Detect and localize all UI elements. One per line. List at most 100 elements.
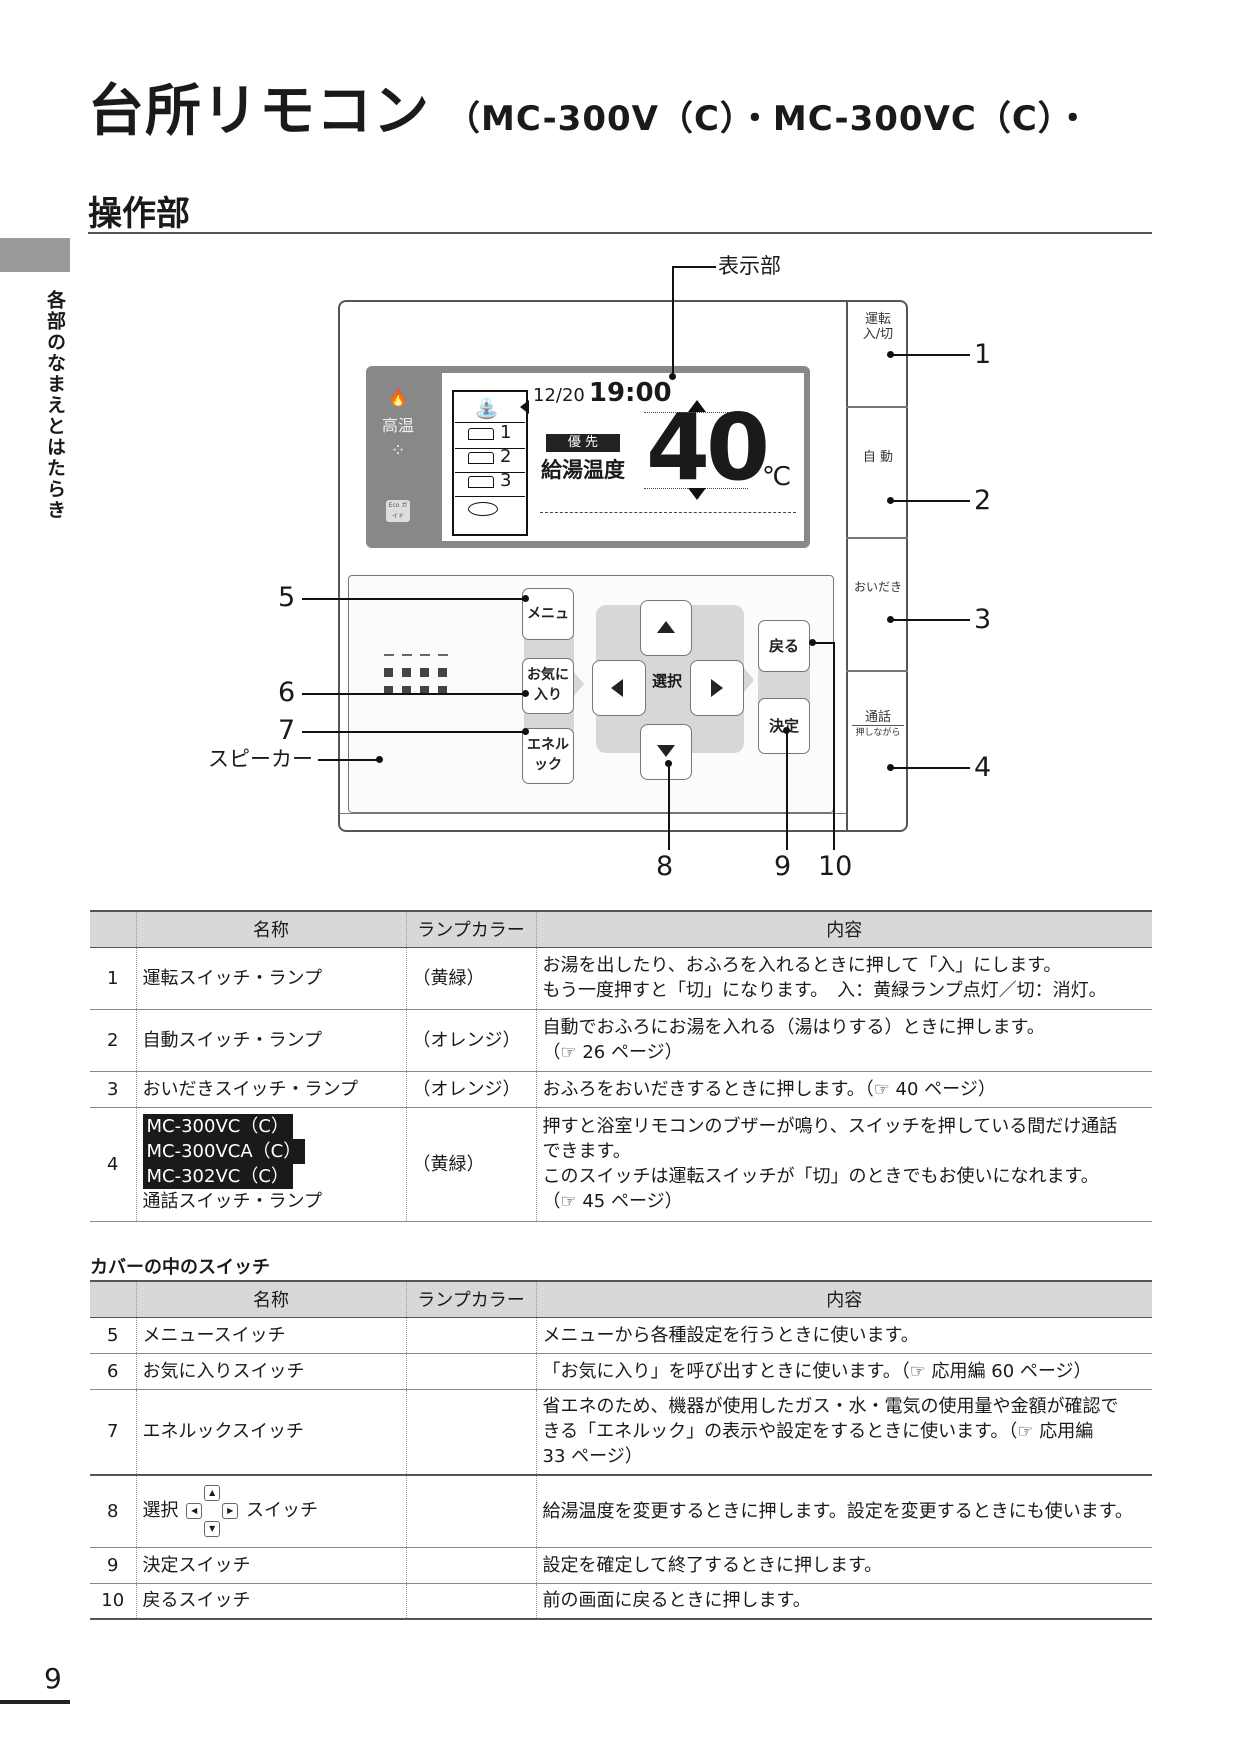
- main-switch-table: 名称 ランプカラー 内容 1 運転スイッチ・ランプ （黄緑） お湯を出したり、お…: [90, 910, 1152, 1222]
- table-row: 10 戻るスイッチ 前の画面に戻るときに押します。: [90, 1583, 1152, 1620]
- priority-badge: 優 先: [546, 434, 620, 452]
- reheat-button-label[interactable]: おいだき: [853, 580, 902, 594]
- pointer-arrow-icon: [520, 400, 529, 414]
- talk-sub-label: 押しながら: [855, 728, 901, 738]
- callout-7: 7: [278, 715, 296, 746]
- favorite-button[interactable]: お気に入り: [522, 658, 574, 714]
- content-line: もう一度押すと「切」になります。 入：黄緑ランプ点灯／切：消灯。: [542, 980, 1107, 1001]
- back-button[interactable]: 戻る: [758, 620, 810, 672]
- temp-up-arrow-icon: [688, 400, 706, 412]
- right-button[interactable]: [690, 660, 744, 716]
- loading-icon: ⁘: [390, 440, 406, 461]
- table-row: 9 決定スイッチ 設定を確定して終了するときに押します。: [90, 1547, 1152, 1584]
- down-button[interactable]: [640, 724, 692, 780]
- row-num: 10: [90, 1583, 137, 1620]
- speaker-hole: [438, 686, 447, 695]
- bath-row-divider: [455, 448, 525, 449]
- row-lamp: [406, 1317, 537, 1354]
- leader-line: [890, 354, 970, 356]
- row-content: 押すと浴室リモコンのブザーが鳴り、スイッチを押している間だけ通話 できます。 こ…: [536, 1107, 1152, 1222]
- content-line: お湯を出したり、おふろを入れるときに押して「入」にします。: [542, 955, 1062, 976]
- auto-button-label[interactable]: 自 動: [862, 450, 894, 465]
- decide-button[interactable]: 決定: [758, 698, 810, 754]
- callout-5: 5: [278, 582, 296, 613]
- bath-level-3: 3: [500, 470, 512, 491]
- leader-dot: [887, 351, 894, 358]
- side-tab-marker: [0, 238, 70, 272]
- leader-line: [786, 730, 788, 850]
- leader-dot: [887, 764, 894, 771]
- speaker-grille: [384, 654, 394, 656]
- talk-label: 通話: [852, 710, 904, 726]
- header-lamp: ランプカラー: [406, 1280, 537, 1318]
- row-lamp: [406, 1389, 537, 1476]
- row-content: 給湯温度を変更するときに押します。設定を変更するときにも使います。: [536, 1475, 1152, 1548]
- power-button-label[interactable]: 運転 入/切: [858, 312, 898, 342]
- temp-down-arrow-icon: [688, 488, 706, 500]
- speaker-hole: [402, 668, 411, 677]
- display-callout-label: 表示部: [718, 254, 781, 278]
- cover-switch-table: 名称 ランプカラー 内容 5 メニュースイッチ メニューから各種設定を行うときに…: [90, 1280, 1152, 1620]
- temperature-value: 40: [646, 394, 770, 501]
- leader-line: [890, 619, 970, 621]
- page-number: 9: [44, 1662, 62, 1695]
- power-label: 運転: [864, 312, 891, 327]
- arrow-up-icon: [657, 621, 675, 633]
- row-num: 1: [90, 947, 137, 1010]
- leader-line: [302, 693, 526, 695]
- content-line: 省エネのため、機器が使用したガス・水・電気の使用量や金額が確認で: [542, 1396, 1119, 1418]
- table-row: 6 お気に入りスイッチ 「お気に入り」を呼び出すときに使います。（☞ 応用編 6…: [90, 1353, 1152, 1390]
- speaker-hole: [438, 668, 447, 677]
- header-lamp: ランプカラー: [406, 910, 537, 948]
- speaker-grille: [402, 654, 412, 656]
- temperature-unit: ℃: [762, 462, 792, 492]
- left-button[interactable]: [592, 660, 646, 716]
- row-content: 自動でおふろにお湯を入れる（湯はりする）ときに押します。 （☞ 26 ページ）: [536, 1009, 1152, 1072]
- leader-line: [890, 500, 970, 502]
- arrow-right-icon: [711, 679, 723, 697]
- speaker-grille: [420, 654, 430, 656]
- callout-9: 9: [774, 851, 792, 882]
- leader-line: [672, 266, 674, 376]
- leader-dot: [376, 756, 383, 763]
- header-content: 内容: [536, 1280, 1152, 1318]
- speaker-hole: [402, 686, 411, 695]
- row-lamp: [406, 1547, 537, 1584]
- cover-switches-title: カバーの中のスイッチ: [90, 1257, 270, 1278]
- bath-icon: [468, 428, 494, 440]
- row-content: お湯を出したり、おふろを入れるときに押して「入」にします。 もう一度押すと「切」…: [536, 947, 1152, 1010]
- row-name-prefix: 選択: [142, 1500, 179, 1522]
- arrow-left-icon: [611, 679, 623, 697]
- eneluck-button[interactable]: エネルック: [522, 728, 574, 784]
- bath-level-2: 2: [500, 446, 512, 467]
- leader-dot: [522, 595, 529, 602]
- menu-button[interactable]: メニュー: [522, 588, 574, 672]
- model-badge: MC-300VCA（C）: [142, 1139, 306, 1164]
- page-title: 台所リモコン（MC-300V（C）・MC-300VC（C）・: [88, 66, 1091, 147]
- callout-6: 6: [278, 677, 296, 708]
- high-temp-indicator: 高温: [381, 416, 414, 435]
- speaker-hole: [384, 668, 393, 677]
- row-num: 5: [90, 1317, 137, 1354]
- content-line: （☞ 26 ページ）: [542, 1042, 683, 1063]
- row-content: メニューから各種設定を行うときに使います。: [536, 1317, 1152, 1354]
- row-content: 省エネのため、機器が使用したガス・水・電気の使用量や金額が確認で きる「エネルッ…: [536, 1389, 1152, 1476]
- row-lamp: （黄緑）: [406, 947, 537, 1010]
- dotted-line: [644, 412, 748, 413]
- mini-down-icon: ▼: [204, 1521, 221, 1538]
- talk-button-label[interactable]: 通話 押しながら: [852, 710, 904, 741]
- up-button[interactable]: [640, 600, 692, 656]
- dashed-line: [540, 512, 796, 513]
- header-name: 名称: [136, 1280, 407, 1318]
- row-name: メニュースイッチ: [136, 1317, 407, 1354]
- leader-dot: [522, 690, 529, 697]
- hot-water-temp-label: 給湯温度: [541, 458, 625, 482]
- content-line: 33 ページ）: [542, 1446, 643, 1468]
- table-row: 8 選択 ▲ ◀ ▶ ▼ スイッチ 給湯温度を変更するときに押します。設定を変更…: [90, 1475, 1152, 1548]
- leader-dot: [665, 760, 672, 767]
- content-line: このスイッチは運転スイッチが「切」のときでもお使いになれます。: [542, 1166, 1099, 1187]
- speaker-hole: [384, 686, 393, 695]
- side-divider: [846, 670, 908, 672]
- row-content: おふろをおいだきするときに押します。（☞ 40 ページ）: [536, 1071, 1152, 1108]
